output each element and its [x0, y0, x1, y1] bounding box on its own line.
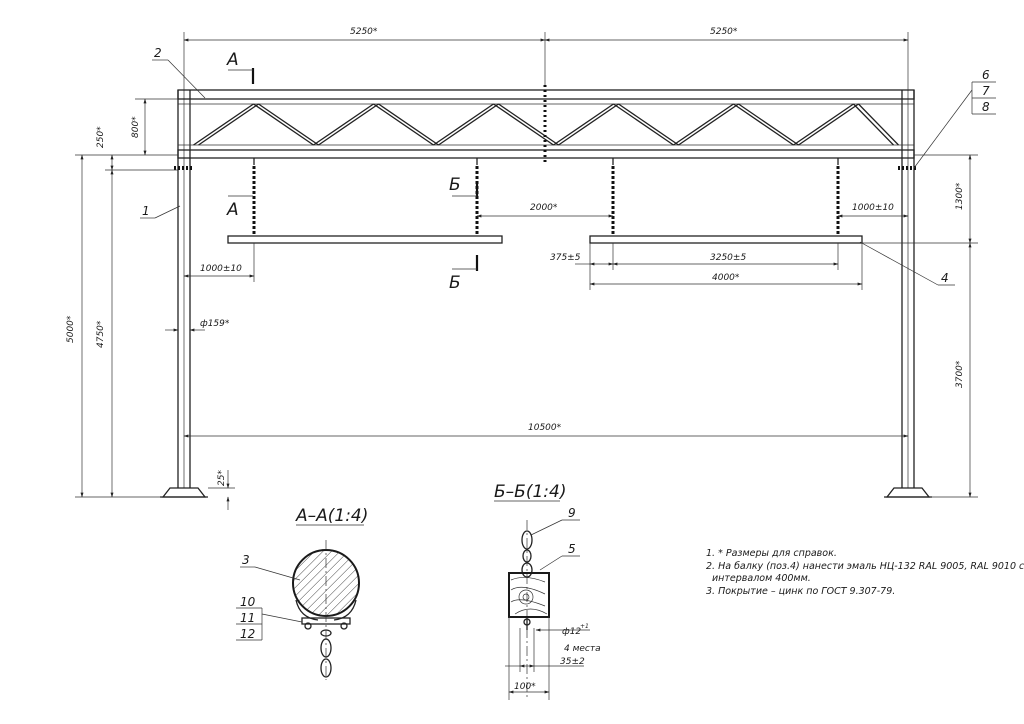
note-2-cont: интервалом 400мм. — [712, 573, 811, 584]
dim-bolt-places: 4 места — [564, 644, 601, 654]
dim-left-hanger-offset: 1000±10 — [200, 264, 242, 274]
truss-diagonal — [313, 103, 374, 146]
truss-diagonal — [378, 103, 439, 146]
dim-beam-width: 100* — [514, 682, 536, 692]
dim-bolt-spacing: 35±2 — [560, 657, 585, 667]
truss-diagonal — [493, 103, 554, 146]
pos-8: 8 — [982, 100, 990, 114]
pos-5: 5 — [568, 542, 576, 556]
notes: 1. * Размеры для справок. 2. На балку (п… — [706, 548, 1024, 597]
pos-3: 3 — [242, 553, 250, 567]
dim-right-hanger-offset: 1000±10 — [852, 203, 894, 213]
note-2: 2. На балку (поз.4) нанести эмаль НЦ-132… — [706, 561, 1024, 572]
dimension-lines — [75, 32, 978, 510]
pos-7: 7 — [982, 84, 990, 98]
truss — [177, 85, 915, 165]
dim-truss-height: 800* — [131, 116, 141, 138]
truss-diagonal — [198, 103, 259, 146]
pos-11: 11 — [240, 611, 255, 625]
dim-post-diameter: ф159* — [200, 319, 230, 329]
frame — [160, 85, 932, 498]
truss-diagonal — [798, 103, 859, 146]
section-b-b: Б–Б(1:4) ф12 +1 4 места 35±2 100* — [494, 482, 601, 700]
truss-diagonal — [673, 103, 734, 146]
dim-beam-end-offset: 375±5 — [550, 253, 581, 263]
pos-9: 9 — [568, 506, 576, 520]
note-3: 3. Покрытие – цинк по ГОСТ 9.307-79. — [706, 586, 895, 597]
cut-a-bottom-label: А — [226, 200, 239, 220]
pos-1: 1 — [142, 204, 150, 218]
section-a-a: А–А(1:4) 3 10 11 12 — [236, 506, 368, 680]
truss-diagonal — [193, 103, 254, 146]
truss-diagonal — [553, 103, 614, 146]
truss-diagonal — [733, 103, 794, 146]
truss-diagonal — [318, 103, 379, 146]
pos-6: 6 — [982, 68, 990, 82]
hangers — [252, 158, 840, 236]
cut-a-top-label: А — [226, 50, 239, 70]
dim-top-offset: 250* — [96, 126, 106, 148]
dim-span-left: 5250* — [350, 27, 378, 37]
pos-4: 4 — [941, 271, 949, 285]
truss-diagonal — [438, 103, 499, 146]
note-1: 1. * Размеры для справок. — [706, 548, 837, 559]
dim-span-right: 5250* — [710, 27, 738, 37]
truss-diagonal — [373, 103, 434, 146]
truss-diagonal — [678, 103, 739, 146]
truss-diagonal — [253, 103, 314, 146]
position-leaders: 2 1 4 6 7 8 — [140, 46, 996, 286]
dim-bolt-diameter: ф12 — [562, 627, 581, 637]
dim-beam-gap: 2000* — [530, 203, 558, 213]
dim-right-clearance: 3700* — [955, 360, 965, 388]
truss-diagonal — [853, 103, 894, 146]
truss-diagonal — [498, 103, 559, 146]
truss-diagonal — [738, 103, 799, 146]
truss-diagonal — [258, 103, 319, 146]
truss-diagonal — [858, 103, 899, 146]
dim-hanger-spacing: 3250±5 — [710, 253, 746, 263]
cut-b-top-label: Б — [449, 175, 461, 195]
dim-beam-length: 4000* — [712, 273, 740, 283]
truss-diagonal — [793, 103, 854, 146]
dim-hang-length: 1300* — [955, 182, 965, 210]
dim-height-post: 4750* — [96, 320, 106, 348]
pos-12: 12 — [240, 627, 255, 641]
section-b-title: Б–Б(1:4) — [494, 482, 566, 502]
truss-diagonal — [618, 103, 679, 146]
truss-diagonal — [613, 103, 674, 146]
cut-b-bottom-label: Б — [449, 273, 461, 293]
hanging-beams — [227, 235, 863, 244]
dim-bolt-tolerance: +1 — [580, 623, 589, 630]
dim-height-total: 5000* — [66, 315, 76, 343]
truss-diagonal — [558, 103, 619, 146]
section-a-title: А–А(1:4) — [295, 506, 368, 526]
dimension-labels: 5250* 5250* 800* 250* 5000* 4750* ф159* … — [66, 27, 965, 486]
cut-markers: А А Б Б — [226, 50, 479, 293]
dim-base-offset: 25* — [217, 470, 227, 486]
pos-2: 2 — [154, 46, 162, 60]
dim-span-total: 10500* — [528, 423, 562, 433]
pos-10: 10 — [240, 595, 256, 609]
truss-diagonal — [433, 103, 494, 146]
